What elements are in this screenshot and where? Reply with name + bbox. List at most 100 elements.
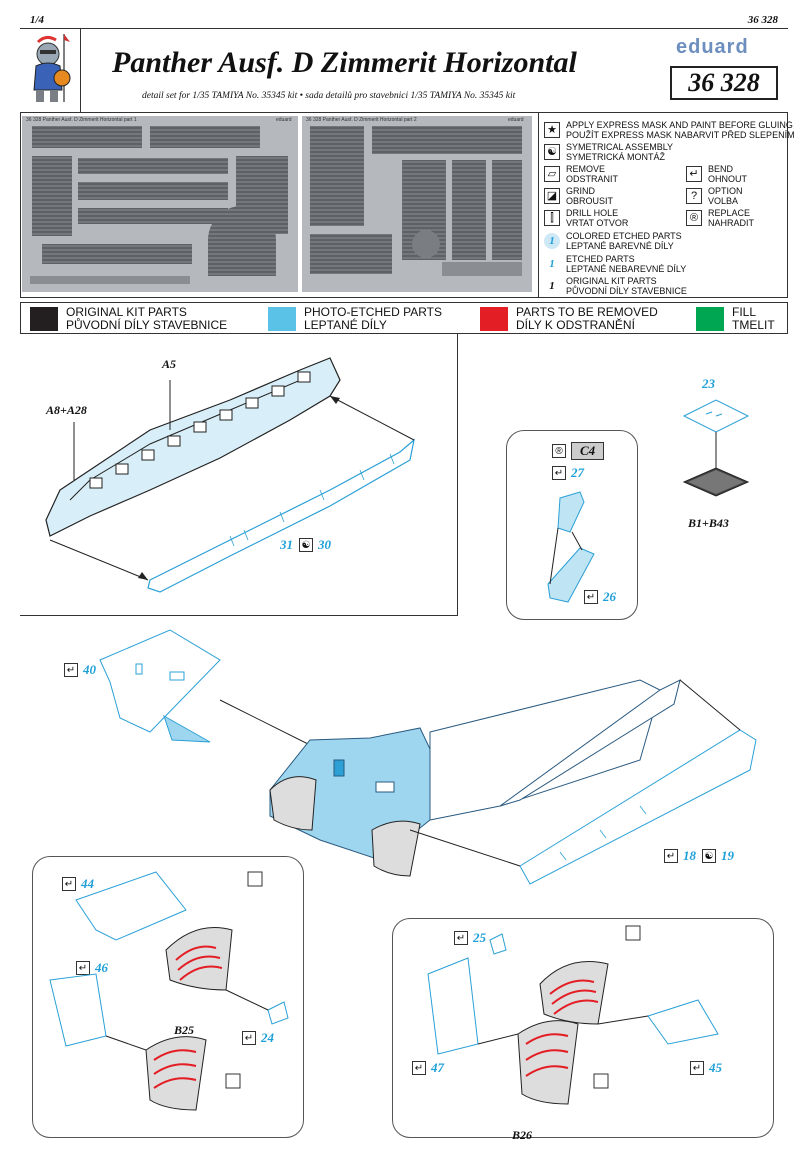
- legend-text: OBROUSIT: [566, 196, 614, 206]
- grind-icon: ◪: [544, 188, 560, 204]
- legend-text: LEPTANÉ BAREVNÉ DÍLY: [566, 241, 674, 251]
- callout-b25: B25: [174, 1023, 195, 1037]
- callout-b1-b43: B1+B43: [688, 516, 729, 530]
- color-key-text: PŮVODNÍ DÍLY STAVEBNICE: [66, 318, 228, 332]
- etched-icon: 1: [549, 258, 555, 270]
- step-box-side-rail: [20, 334, 458, 616]
- legend-text: POUŽÍT EXPRESS MASK NABARVIT PŘED SLEPEN…: [566, 130, 795, 140]
- callout-31-30: 31 ☯ 30: [280, 537, 331, 553]
- legend-text: BEND: [708, 164, 734, 174]
- legend-text: VRTAT OTVOR: [566, 218, 629, 228]
- callout-46: ↵ 46: [76, 960, 108, 976]
- color-bar: [20, 302, 788, 334]
- part-47: 47: [431, 1060, 444, 1075]
- legend-text: PŮVODNÍ DÍLY STAVEBNICE: [566, 286, 687, 296]
- legend-text: APPLY EXPRESS MASK AND PAINT BEFORE GLUI…: [566, 120, 793, 130]
- color-key-text: PHOTO-ETCHED PARTS: [304, 305, 443, 319]
- knight-logo: [33, 34, 71, 102]
- bend-icon: ↵: [686, 166, 702, 182]
- callout-47: ↵ 47: [412, 1060, 444, 1076]
- fret-sheet-area: [20, 112, 788, 298]
- fender-left-illustration: [49, 871, 289, 1111]
- fret-sheet-left: [22, 116, 298, 292]
- part-24: 24: [261, 1030, 274, 1045]
- legend-text: GRIND: [566, 186, 595, 196]
- header-rule: [20, 28, 788, 29]
- hull-illustration: [99, 629, 757, 885]
- fret-left-label: 36 328 Panther Ausf. D Zimmerit Horizont…: [26, 117, 137, 123]
- callout-c4: ® C4: [552, 442, 605, 460]
- color-swatch: [480, 307, 508, 331]
- option-icon: ?: [686, 188, 702, 204]
- callout-45: ↵ 45: [690, 1060, 722, 1076]
- bend-icon: ↵: [664, 849, 678, 863]
- part-45: 45: [709, 1060, 722, 1075]
- c4-label: C4: [571, 442, 605, 460]
- replace-icon: ®: [552, 444, 566, 458]
- legend-text: SYMETRICAL ASSEMBLY: [566, 142, 674, 152]
- fret-sheet-right: [302, 116, 532, 292]
- legend-text: ORIGINAL KIT PARTS: [566, 276, 657, 286]
- page-subtitle: detail set for 1/35 TAMIYA No. 35345 kit…: [142, 91, 516, 101]
- drill-icon: ⫿: [544, 210, 560, 226]
- fender-right-illustration: [427, 925, 719, 1105]
- legend-text: COLORED ETCHED PARTS: [566, 231, 682, 241]
- part-40: 40: [83, 662, 96, 677]
- legend-item: ★APPLY EXPRESS MASK AND PAINT BEFORE GLU…: [544, 120, 795, 140]
- part-27: 27: [571, 465, 584, 480]
- legend-text: NAHRADIT: [708, 218, 755, 228]
- part-31: 31: [280, 537, 293, 552]
- bend-icon: ↵: [242, 1031, 256, 1045]
- bend-icon: ↵: [64, 663, 78, 677]
- legend-text: REPLACE: [708, 208, 751, 218]
- replace-icon: ®: [686, 210, 702, 226]
- fret-left-brand: eduard: [276, 117, 292, 123]
- part-25: 25: [473, 930, 486, 945]
- bend-icon: ↵: [76, 961, 90, 975]
- part-18: 18: [683, 848, 696, 863]
- bend-icon: ↵: [412, 1061, 426, 1075]
- c4-illustration: [547, 491, 595, 603]
- part-19: 19: [721, 848, 734, 863]
- page-title: Panther Ausf. D Zimmerit Horizontal: [112, 46, 577, 79]
- callout-a5: A5: [162, 357, 177, 371]
- callout-24: ↵ 24: [242, 1030, 274, 1046]
- color-key-text: FILL: [732, 305, 757, 319]
- legend-text: VOLBA: [708, 196, 739, 206]
- legend-text: ETCHED PARTS: [566, 254, 635, 264]
- part-23-illustration: [682, 399, 750, 497]
- kit-parts-icon: 1: [549, 280, 555, 292]
- symmetric-icon: ☯: [299, 538, 313, 552]
- part-30: 30: [318, 537, 331, 552]
- callout-25: ↵ 25: [454, 930, 486, 946]
- side-rail-illustration: [45, 357, 415, 593]
- bend-icon: ↵: [584, 590, 598, 604]
- color-swatch: [268, 307, 296, 331]
- remove-icon: ▱: [544, 166, 560, 182]
- legend-text: LEPTANÉ NEBAREVNÉ DÍLY: [566, 264, 687, 274]
- page-number: 1/4: [30, 14, 45, 26]
- color-swatch: [696, 307, 724, 331]
- color-key-text: LEPTANÉ DÍLY: [304, 318, 387, 332]
- legend-text: REMOVE: [566, 164, 606, 174]
- set-code-top: 36 328: [747, 14, 778, 26]
- part-46: 46: [95, 960, 108, 975]
- symmetric-icon: ☯: [702, 849, 716, 863]
- brand-logo: eduard: [676, 36, 749, 58]
- fret-right-brand: eduard: [508, 117, 524, 123]
- fret-right-label: 36 328 Panther Ausf. D Zimmerit Horizont…: [306, 117, 417, 123]
- legend-text: SYMETRICKÁ MONTÁŽ: [566, 152, 666, 162]
- color-key-text: DÍLY K ODSTRANĚNÍ: [516, 318, 635, 332]
- callout-27: ↵ 27: [552, 465, 584, 481]
